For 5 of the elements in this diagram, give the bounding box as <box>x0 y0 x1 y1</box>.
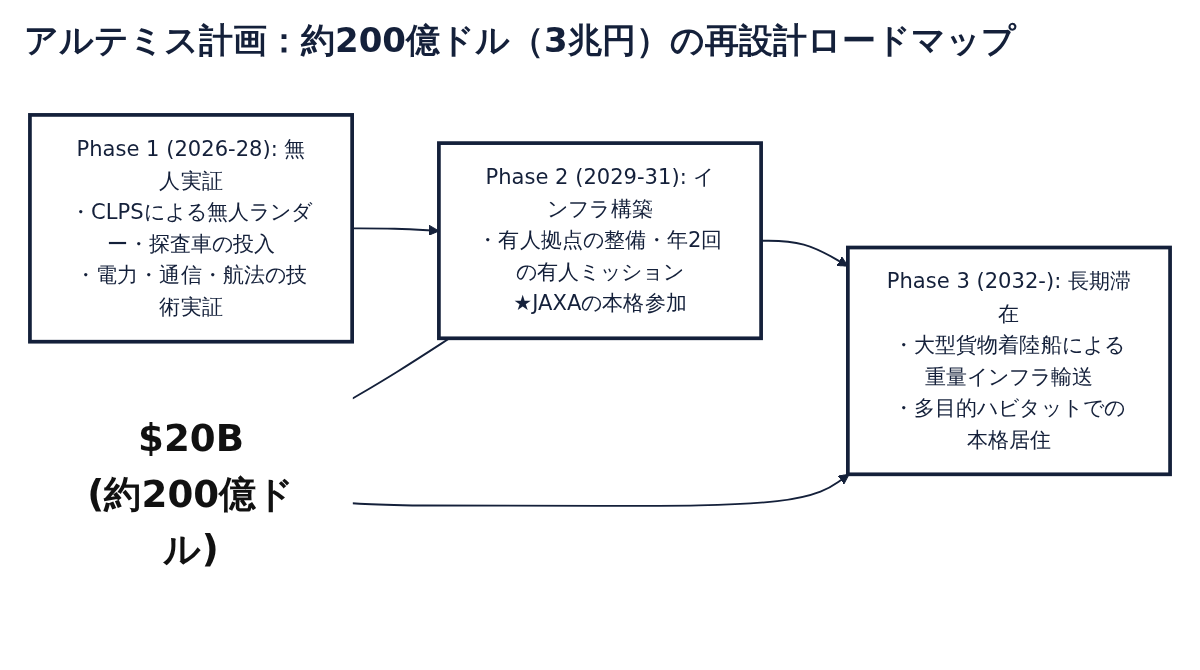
node-text: $20B (約200億ドル) <box>87 415 295 571</box>
title: アルテミス計画：約200億ドル（3兆円）の再設計ロードマップ <box>24 19 1018 62</box>
node-box: Phase 3 (2032-): 長期滞在 ・大型貨物着陸船による重量インフラ輸送 ・多目的ハビタットでの本格居住 <box>846 245 1172 476</box>
node-box: Phase 1 (2026-28): 無人実証 ・CLPSによる無人ランダー・探査車の投入 ・電力・通信・航法の技術実証 <box>28 112 354 344</box>
node-box: Phase 2 (2029-31): インフラ構築 ・有人拠点の整備・年2回の有人ミッション ★JAXAの本格参加 <box>437 140 763 340</box>
